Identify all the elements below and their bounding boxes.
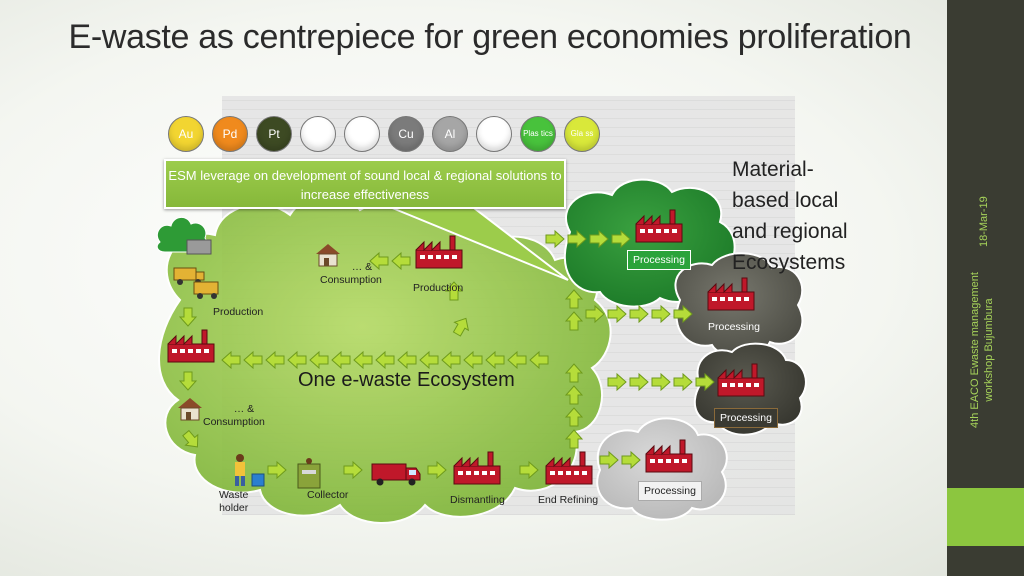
- sidebar-accent: [947, 488, 1024, 546]
- material-circle-blank-2: [344, 116, 380, 152]
- recycle-cloud-icon: [156, 217, 212, 255]
- processing-label-gray-1: Processing: [708, 321, 760, 333]
- label-collector: Collector: [307, 489, 349, 501]
- event-line-2: workshop Bujumbura: [983, 298, 995, 402]
- esm-callout: ESM leverage on development of sound loc…: [164, 159, 566, 209]
- right-heading-line-2: based local: [732, 189, 839, 212]
- material-circle-cu: Cu: [388, 116, 424, 152]
- label-production-left: Production: [213, 306, 264, 318]
- house-icon-top: [316, 244, 340, 267]
- material-circle-blank-1: [300, 116, 336, 152]
- material-circle-plastics: Plas tics: [520, 116, 556, 152]
- event-line-1: 4th EACO Ewaste management: [969, 272, 981, 428]
- truck-icon-left: [173, 267, 219, 299]
- person-icon: [235, 454, 265, 487]
- material-circle-glass: Gla ss: [564, 116, 600, 152]
- sidebar: [947, 0, 1024, 576]
- material-circle-pt: Pt: [256, 116, 292, 152]
- collector-icon: [297, 458, 321, 489]
- slide-title: E-waste as centrepiece for green economi…: [68, 18, 912, 56]
- label-dismantling: Dismantling: [450, 494, 505, 506]
- label-production-mid: Production: [413, 282, 464, 294]
- house-icon-left: [178, 398, 202, 421]
- red-truck-icon: [371, 463, 421, 486]
- processing-label-green: Processing: [627, 250, 691, 270]
- label-consumption-left: … & Consumption: [203, 403, 265, 428]
- event-footer: 4th EACO Ewaste management workshop Buju…: [968, 265, 996, 435]
- right-heading-line-3: and regional: [732, 220, 848, 243]
- slide-date: 18-Mar-19: [978, 196, 990, 247]
- material-circle-al: Al: [432, 116, 468, 152]
- material-circle-au: Au: [168, 116, 204, 152]
- processing-label-gray-2: Processing: [714, 408, 778, 428]
- right-heading-line-4: Ecosystems: [732, 251, 846, 274]
- label-waste-holder: Waste holder: [219, 489, 249, 514]
- label-end-refining: End Refining: [538, 494, 599, 506]
- label-consumption-top: … & Consumption: [320, 261, 382, 286]
- processing-label-pale: Processing: [638, 481, 702, 501]
- material-circle-blank-3: [476, 116, 512, 152]
- right-heading: Material- based local and regional Ecosy…: [732, 154, 882, 278]
- material-circle-pd: Pd: [212, 116, 248, 152]
- right-heading-line-1: Material-: [732, 158, 814, 181]
- main-ecosystem-label: One e-waste Ecosystem: [298, 369, 515, 391]
